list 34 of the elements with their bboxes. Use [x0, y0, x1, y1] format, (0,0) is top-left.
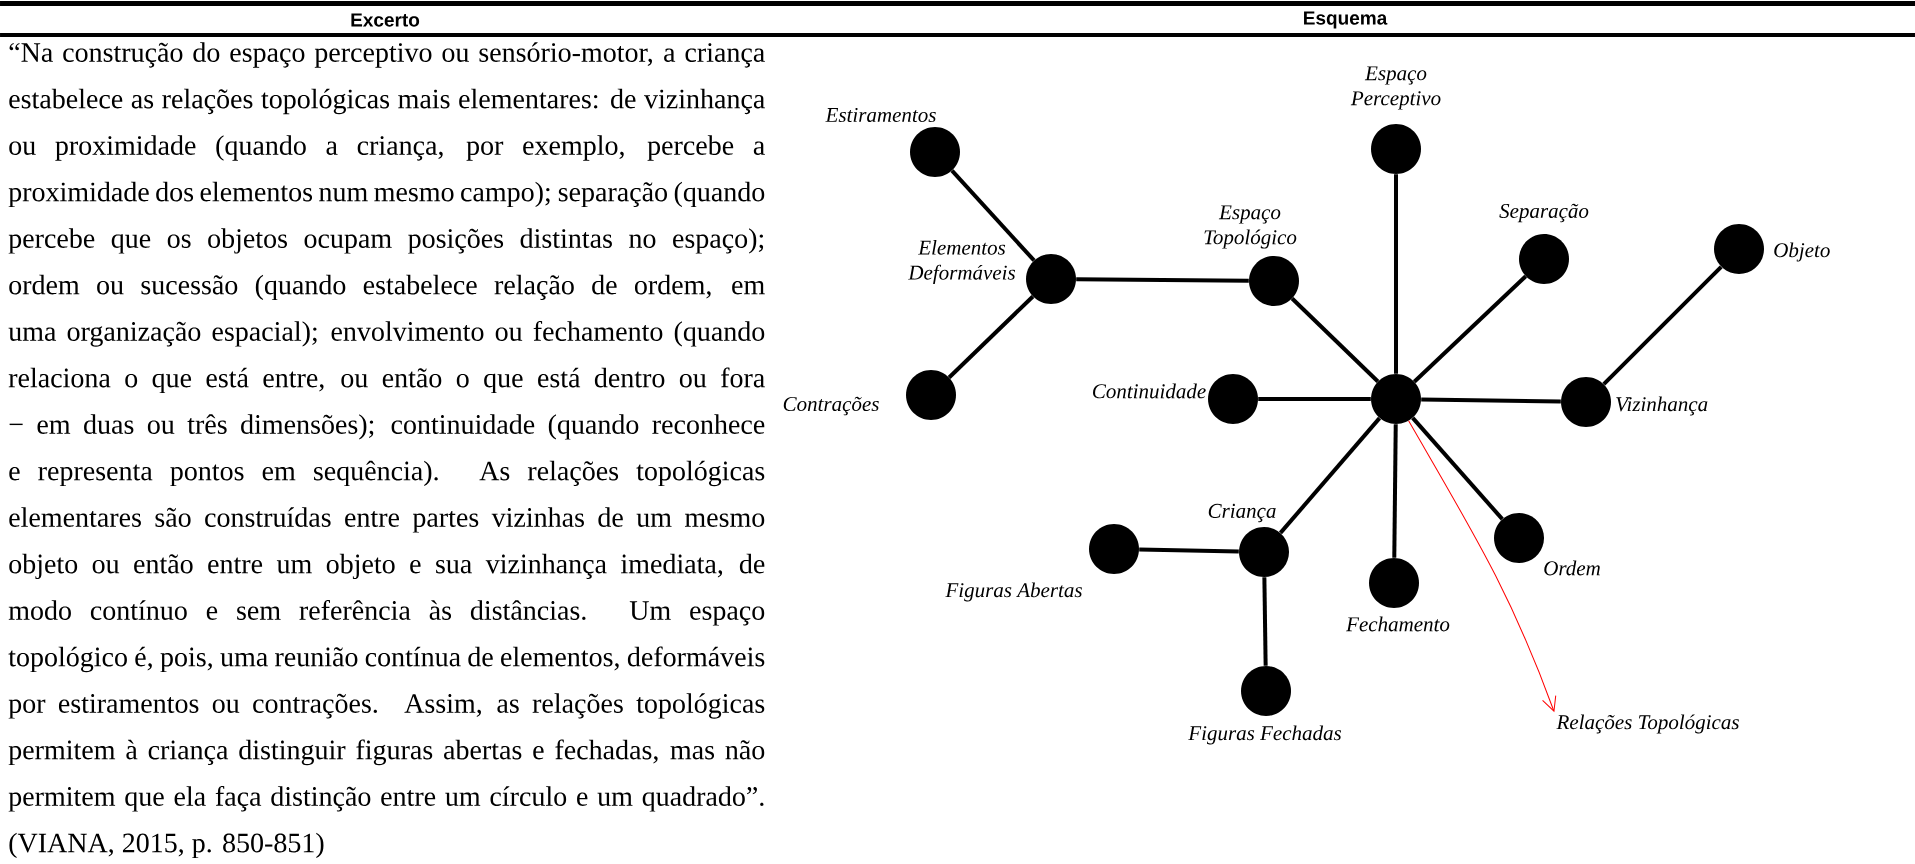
- connector-line: [950, 169, 1036, 262]
- connector-line: [1411, 416, 1504, 521]
- node-circle: [1371, 374, 1421, 424]
- node-label: Espaço Perceptivo: [1350, 66, 1441, 110]
- connector-line: [1258, 397, 1371, 401]
- arrow: [1408, 420, 1557, 712]
- column-header: Excerto: [351, 13, 420, 27]
- node-label: Contrações: [783, 396, 879, 416]
- node-label: Estiramentos: [825, 107, 936, 123]
- node-label: Continuidade: [1093, 383, 1206, 399]
- connector-line: [1602, 265, 1723, 386]
- node-label: Elementos Deformáveis: [908, 240, 1016, 284]
- connector-line: [1394, 174, 1398, 374]
- node-label: Espaço Topológico: [1204, 205, 1297, 249]
- connector-line: [1290, 297, 1380, 383]
- node-label: Vizinhança: [1616, 396, 1708, 416]
- connector-line: [1421, 397, 1561, 404]
- column-header: Esquema: [1304, 11, 1388, 29]
- node-label: Relações Topológicas: [1556, 714, 1739, 734]
- connector-line: [1278, 416, 1382, 535]
- node-label: Criança: [1208, 503, 1276, 523]
- connector-line: [1076, 277, 1249, 283]
- connector-line: [1139, 547, 1239, 554]
- connector-line: [1392, 424, 1398, 558]
- excerpt-paragraph: “Na construção do espaço perceptivo ou sensório-motor, a criança estabelece as relações topológicas mais elementares: de vizinhança ou proximidade (quando a criança, por exemplo, percebe a proximidade dos elementos num mesmo campo); separação (quando percebe que os objetos ocupam posições distintas no espaço); ordem ou sucessão (quando estabelece relação de ordem, em uma organização espacial); envolvimento ou fechamento (quando relaciona o que está entre, ou então o que está dentro ou fora − em duas ou três dimensões); continuidade (quando reconhece e representa pontos em sequência). As relações topológicas elementares são construídas entre partes vizinhas de um mesmo objeto ou então entre um objeto e sua vizinhança imediata, de modo contínuo e sem referência às distâncias. Um espaço topológico é, pois, uma reunião contínua de elementos, deformáveis por estiramentos ou contrações. Assim, as relações topológicas permitem à criança distinguir figuras abertas e fechadas, mas não permitem que ela faça distinção entre um círculo e um quadrado”. (VIANA, 2015, p. 850-851): [8, 42, 765, 859]
- connector-line: [1262, 577, 1268, 666]
- node-label: Figuras Abertas: [945, 582, 1082, 602]
- node-label: Objeto: [1774, 242, 1830, 262]
- connector-line: [1412, 274, 1528, 384]
- node-label: Separação: [1499, 203, 1589, 223]
- connector-line: [947, 295, 1035, 379]
- node-label: Figuras Fechadas: [1188, 725, 1342, 745]
- node-label: Ordem: [1544, 560, 1600, 576]
- node-label: Fechamento: [1346, 616, 1450, 632]
